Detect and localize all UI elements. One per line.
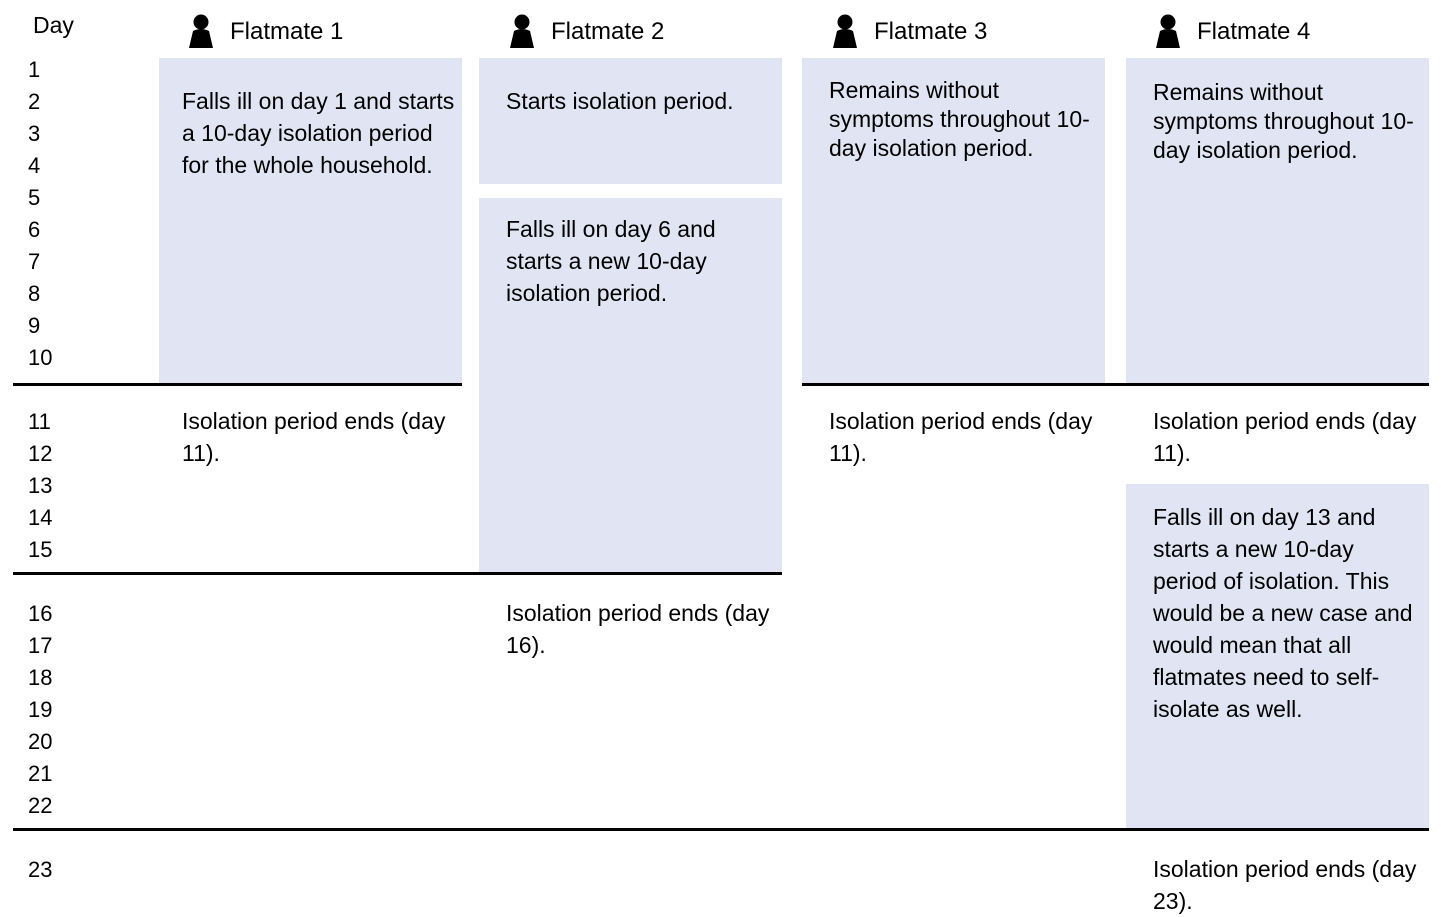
day-number: 21: [28, 761, 53, 786]
flatmate-4-ends2-text: Isolation period ends (day 23).: [1153, 856, 1417, 914]
flatmate-2-initial-isolation-box: [479, 58, 782, 184]
flatmate-3-header: Flatmate 3: [830, 6, 987, 50]
flatmates-3-4-end-rule: [802, 383, 1429, 386]
flatmate-4-name: Flatmate 4: [1197, 18, 1311, 45]
flatmate-4-ill-text: Falls ill on day 13 and starts a new 10-…: [1153, 504, 1413, 722]
flatmate-1-end-rule: [13, 383, 462, 386]
day-number: 5: [28, 185, 41, 210]
flatmate-4-end-rule: [13, 828, 1429, 831]
day-number: 13: [28, 473, 53, 498]
day-number: 2: [28, 89, 41, 114]
flatmate-2-ends-text: Isolation period ends (day 16).: [506, 600, 770, 658]
flatmate-4-ends-text: Isolation period ends (day 11).: [1153, 408, 1417, 466]
flatmate-3-ends-text: Isolation period ends (day 11).: [829, 408, 1093, 466]
flatmate-2-ill-text: Falls ill on day 6 and starts a new 10-d…: [506, 216, 716, 306]
day-number: 11: [28, 409, 51, 434]
day-number: 17: [28, 633, 53, 658]
flatmate-2-new-isolation-box: [479, 198, 782, 572]
day-number: 10: [28, 345, 53, 370]
flatmate-1-isolation-box: [159, 58, 462, 383]
day-number: 9: [28, 313, 41, 338]
flatmate-1-ends-text: Isolation period ends (day 11).: [182, 408, 446, 466]
day-number: 19: [28, 697, 53, 722]
flatmate-1-ill-text: Falls ill on day 1 and starts a 10-day i…: [182, 88, 455, 178]
day-number: 4: [28, 153, 41, 178]
flatmate-2-name: Flatmate 2: [551, 18, 665, 45]
flatmate-3-isolation-box: [802, 58, 1105, 383]
day-number: 18: [28, 665, 53, 690]
flatmate-4-note-text: Remains without symptoms throughout 10-d…: [1153, 79, 1414, 163]
day-number: 15: [28, 537, 53, 562]
day-number: 12: [28, 441, 53, 466]
day-number: 22: [28, 793, 53, 818]
flatmate-1-name: Flatmate 1: [230, 18, 344, 45]
day-number: 14: [28, 505, 53, 530]
day-number: 1: [28, 57, 41, 82]
person-icon: [1156, 14, 1180, 48]
flatmate-4-header: Flatmate 4: [1153, 6, 1310, 50]
flatmate-1-header: Flatmate 1: [186, 6, 343, 50]
flatmate-3-note-text: Remains without symptoms throughout 10-d…: [829, 77, 1090, 161]
flatmate-2-starts-text: Starts isolation period.: [506, 88, 734, 114]
flatmate-2-end-rule: [13, 572, 782, 575]
day-column-header: Day: [33, 12, 74, 38]
day-number: 23: [28, 857, 53, 882]
flatmate-2-header: Flatmate 2: [507, 6, 664, 50]
flatmate-3-name: Flatmate 3: [874, 18, 988, 45]
flatmate-4-isolation-box: [1126, 58, 1429, 383]
day-number: 3: [28, 121, 41, 146]
day-number: 7: [28, 249, 41, 274]
flatmate-4-new-isolation-box: [1126, 484, 1429, 828]
person-icon: [833, 14, 857, 48]
day-number: 16: [28, 601, 53, 626]
day-number: 8: [28, 281, 41, 306]
person-icon: [510, 14, 534, 48]
day-number: 6: [28, 217, 41, 242]
person-icon: [189, 14, 213, 48]
day-number: 20: [28, 729, 53, 754]
